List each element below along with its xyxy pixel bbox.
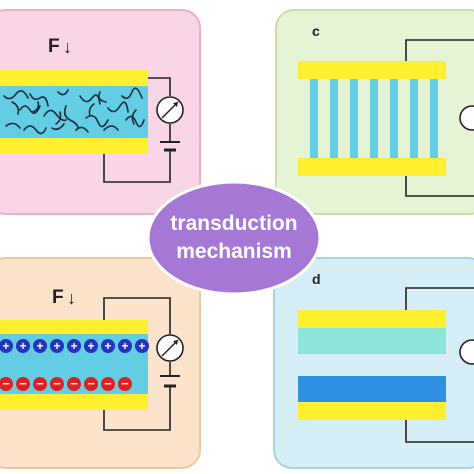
meter-icon xyxy=(459,339,474,365)
top-electrode xyxy=(298,310,446,328)
negative-signs: − − − − − − − − xyxy=(2,376,129,391)
svg-text:+: + xyxy=(138,339,145,353)
blue-layer xyxy=(298,376,446,402)
center-title-line2: mechanism xyxy=(176,240,292,263)
battery-icon xyxy=(160,141,180,152)
svg-text:−: − xyxy=(121,376,129,391)
meter-icon xyxy=(156,334,184,362)
force-arrow-icon: ↓ xyxy=(67,288,76,308)
svg-text:+: + xyxy=(19,339,26,353)
panel-label-c: c xyxy=(312,23,320,39)
force-label: F xyxy=(52,287,64,308)
svg-text:+: + xyxy=(53,339,60,353)
circuit-wire xyxy=(103,77,171,183)
svg-text:−: − xyxy=(70,376,78,391)
interdigitated-sensor: c xyxy=(298,23,474,197)
parallel-plate-sensor: d xyxy=(298,271,474,443)
cyan-layer xyxy=(298,328,446,354)
positive-signs: + + + + + + + + + xyxy=(2,339,145,353)
circuit-wire xyxy=(405,287,474,443)
center-title-line1: transduction xyxy=(170,212,297,235)
active-layer xyxy=(0,86,148,138)
panel-bottom-right xyxy=(273,257,474,469)
bottom-electrode xyxy=(0,138,148,154)
svg-text:−: − xyxy=(19,376,27,391)
svg-text:−: − xyxy=(36,376,44,391)
pillar-array xyxy=(310,79,438,158)
svg-text:+: + xyxy=(87,339,94,353)
fiber-network xyxy=(3,87,145,135)
resistive-sensor: F ↓ xyxy=(0,36,184,183)
svg-text:−: − xyxy=(104,376,112,391)
bottom-electrode xyxy=(298,402,446,420)
svg-text:−: − xyxy=(53,376,61,391)
positive-charges xyxy=(0,339,149,353)
svg-text:+: + xyxy=(2,339,9,353)
circuit-wire xyxy=(103,297,171,431)
svg-text:−: − xyxy=(2,376,10,391)
meter-icon xyxy=(156,96,184,124)
svg-text:+: + xyxy=(104,339,111,353)
negative-charges xyxy=(0,377,132,391)
panel-label-d: d xyxy=(312,271,321,287)
battery-icon xyxy=(160,375,180,388)
svg-text:+: + xyxy=(121,339,128,353)
force-label: F xyxy=(48,36,60,57)
bottom-electrode xyxy=(298,158,446,176)
svg-text:−: − xyxy=(87,376,95,391)
bottom-electrode xyxy=(0,394,148,410)
svg-text:+: + xyxy=(70,339,77,353)
top-electrode xyxy=(0,70,148,86)
force-arrow-icon: ↓ xyxy=(63,37,72,57)
circuit-wire xyxy=(405,39,474,197)
top-electrode xyxy=(298,61,446,79)
top-electrode xyxy=(0,320,148,334)
svg-text:+: + xyxy=(36,339,43,353)
center-ellipse: transduction mechanism xyxy=(146,180,322,296)
meter-icon xyxy=(459,105,474,131)
charge-sensor: F ↓ + + + + + + + + + xyxy=(0,287,184,431)
